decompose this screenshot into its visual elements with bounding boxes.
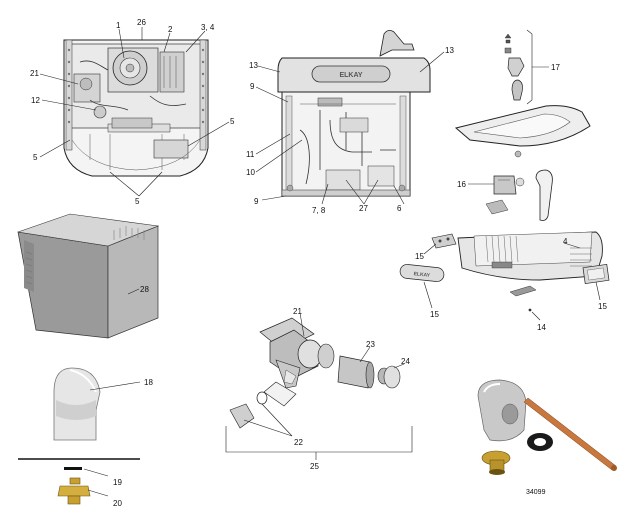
brass-adapter [57,477,91,505]
callout-23: 23 [366,340,375,349]
callout-28: 28 [140,285,149,294]
callout-17: 17 [551,63,560,72]
callouts-chassis: 1 26 2 3, 4 21 12 5 5 5 [30,18,235,206]
drain-assembly [485,169,553,221]
callout-19: 19 [113,478,122,487]
callout-9-bottom: 9 [254,197,259,206]
right-side-panel [582,264,610,284]
wall-shroud [17,213,160,339]
gasket [64,467,82,470]
callout-26: 26 [137,18,146,27]
callout-4: 4 [563,237,568,246]
callout-21-valve: 21 [293,307,302,316]
leader-lines-valve [225,312,413,460]
chassis-rear-view [63,39,209,177]
callout-1: 1 [116,21,121,30]
callout-15-upper: 15 [415,252,424,261]
callout-2: 2 [168,25,173,34]
bubbler-parts [504,29,549,105]
callout-21-chassis: 21 [30,69,39,78]
elkay-badge: ELKAY [399,264,445,282]
callout-10: 10 [246,168,255,177]
valve-assembly [229,317,401,429]
callout-3-4: 3, 4 [201,23,215,32]
chrome-bubbler-kit [477,379,617,475]
callouts-fountain: 13 13 9 11 10 9 7, 8 27 6 [246,46,454,215]
callout-12: 12 [31,96,40,105]
callout-24: 24 [401,357,410,366]
basin [454,105,591,158]
callout-20: 20 [113,499,122,508]
callout-22: 22 [294,438,303,447]
leader-lines-fountain [255,51,445,205]
callout-16: 16 [457,180,466,189]
bottom-shroud [431,231,603,281]
callout-15-lower: 15 [430,310,439,319]
small-fastener [509,285,537,312]
elkay-logo-fountain: ELKAY [339,72,362,79]
callout-14: 14 [537,323,546,332]
callout-5-left: 5 [33,153,38,162]
elkay-logo-badge: ELKAY [413,271,431,279]
callout-7-8: 7, 8 [312,206,326,215]
bubbler-guard [53,367,101,441]
callout-5-bottom: 5 [135,197,140,206]
part-number: 34099 [526,489,546,496]
fountain-front-view: ELKAY [277,30,431,197]
callout-6: 6 [397,204,402,213]
callout-18: 18 [144,378,153,387]
callout-13-right: 13 [445,46,454,55]
leader-lines-chassis [39,27,230,197]
callout-11: 11 [246,150,255,159]
callout-15-right: 15 [598,302,607,311]
callout-25: 25 [310,462,319,471]
callout-13-left: 13 [249,61,258,70]
callout-5-right: 5 [230,117,235,126]
callout-9-top: 9 [250,82,255,91]
callout-27: 27 [359,204,368,213]
callouts-valve: 21 23 24 22 25 [293,307,410,471]
